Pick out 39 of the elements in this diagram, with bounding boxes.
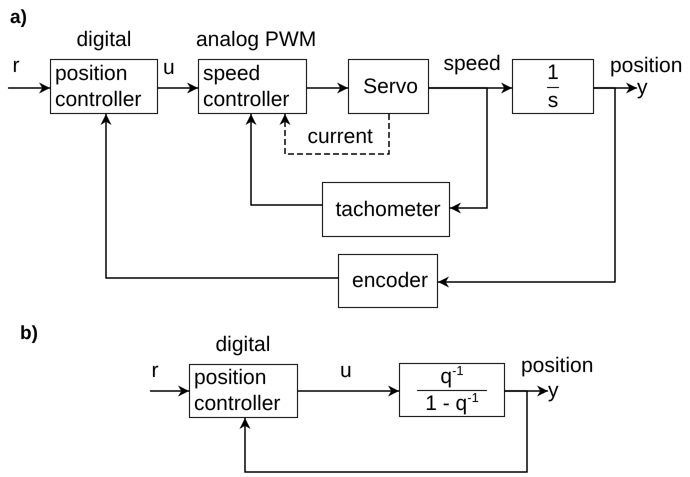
block-label: tachometer bbox=[335, 196, 441, 222]
block-label: Servo bbox=[363, 74, 418, 100]
arrow bbox=[8, 82, 50, 94]
arrow bbox=[240, 390, 528, 473]
numerator: q$^{-1}$ bbox=[439, 365, 465, 389]
sensor-block bbox=[338, 254, 438, 308]
block-caption: digital bbox=[216, 333, 270, 357]
arrow bbox=[158, 82, 198, 94]
signal-label: y bbox=[637, 76, 648, 100]
controller-block bbox=[189, 364, 298, 418]
arrow bbox=[438, 87, 616, 288]
controller-block bbox=[50, 59, 158, 114]
arrow bbox=[429, 87, 488, 214]
block-caption: position bbox=[521, 354, 594, 378]
denominator: 1 - q$^{-1}$ bbox=[424, 392, 480, 416]
arrow bbox=[280, 114, 390, 155]
transfer-function-block bbox=[512, 59, 594, 114]
block-label: position controller bbox=[55, 60, 142, 112]
servo-block bbox=[348, 59, 429, 114]
edge-label: speed bbox=[442, 52, 502, 76]
panel-label: a) bbox=[10, 6, 27, 30]
arrow bbox=[298, 386, 399, 396]
block-caption: digital bbox=[76, 28, 132, 52]
block-caption: analog PWM bbox=[196, 28, 316, 52]
arrow bbox=[307, 82, 348, 94]
arrow bbox=[246, 114, 322, 206]
numerator: 1 bbox=[546, 61, 560, 85]
block-label: encoder bbox=[352, 268, 428, 294]
arrow bbox=[100, 114, 338, 279]
denominator: s bbox=[546, 88, 560, 112]
arrow bbox=[150, 386, 189, 396]
block-label: position controller bbox=[194, 365, 282, 417]
sensor-block bbox=[322, 182, 450, 237]
signal-label: y bbox=[548, 379, 558, 403]
block-caption: position bbox=[610, 54, 682, 78]
transfer-function-block bbox=[399, 363, 505, 417]
block-label: speed controller bbox=[203, 60, 290, 112]
panel-label: b) bbox=[20, 322, 38, 346]
controller-block bbox=[198, 59, 307, 114]
